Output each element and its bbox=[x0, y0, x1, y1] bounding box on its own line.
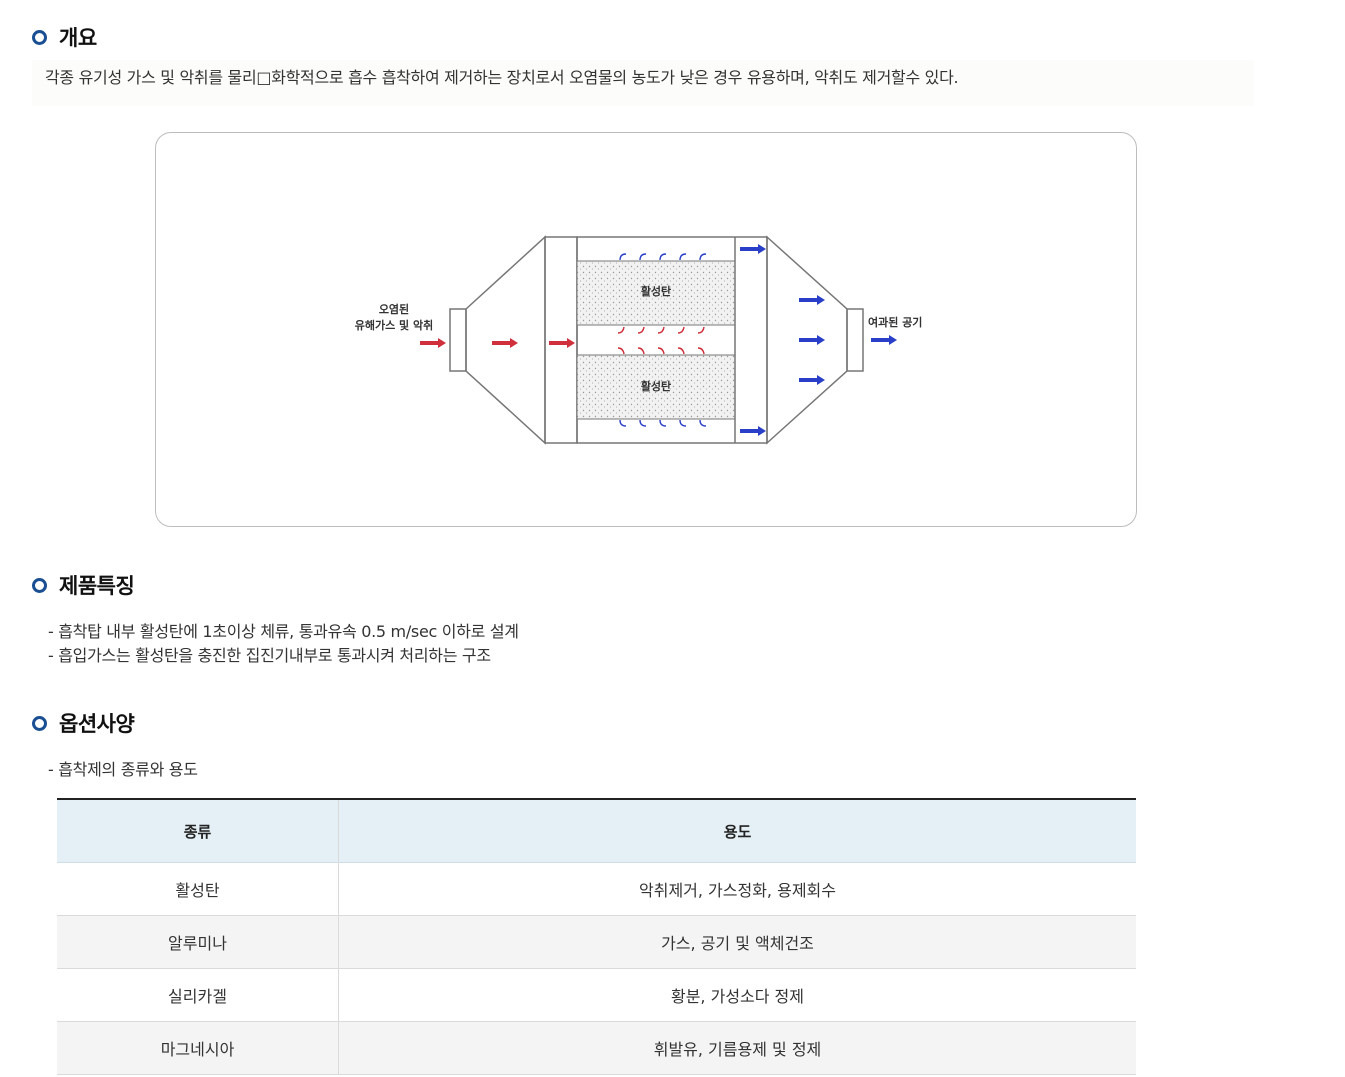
feature-item-1: - 흡착탑 내부 활성탄에 1초이상 체류, 통과유속 0.5 m/sec 이하… bbox=[48, 622, 519, 641]
table-header-row: 종류 용도 bbox=[57, 798, 1136, 863]
section-title-features: 제품특징 bbox=[32, 570, 135, 600]
inlet-label-line2: 유해가스 및 악취 bbox=[355, 318, 434, 332]
feature-item-2: - 흡입가스는 활성탄을 충진한 집진기내부로 통과시켜 처리하는 구조 bbox=[48, 646, 491, 665]
inlet-pipe bbox=[449, 308, 467, 372]
carbon-bed-bottom bbox=[576, 354, 736, 420]
options-title: 옵션사양 bbox=[59, 712, 135, 736]
table-row: 활성탄 악취제거, 가스정화, 용제회수 bbox=[57, 862, 1136, 916]
cell-type: 활성탄 bbox=[57, 862, 339, 916]
cell-type: 실리카겔 bbox=[57, 968, 339, 1022]
overview-title: 개요 bbox=[59, 26, 97, 50]
inlet-arrows bbox=[420, 338, 575, 348]
flow-curls-blue bbox=[619, 253, 707, 427]
bed-top-label: 활성탄 bbox=[641, 284, 671, 298]
circle-bullet-icon bbox=[32, 29, 47, 45]
adsorbent-table: 종류 용도 활성탄 악취제거, 가스정화, 용제회수 알루미나 가스, 공기 및… bbox=[57, 798, 1136, 1075]
outlet-arrows bbox=[740, 244, 897, 436]
header-type: 종류 bbox=[57, 798, 339, 863]
outlet-pipe bbox=[846, 308, 864, 372]
diagram-frame: 활성탄 활성탄 오염된 유해가스 및 악취 여과된 공기 bbox=[155, 132, 1137, 527]
inlet-label-line1: 오염된 bbox=[379, 303, 409, 316]
section-title-overview: 개요 bbox=[32, 22, 97, 52]
cell-type: 마그네시아 bbox=[57, 1021, 339, 1075]
inlet-cone bbox=[465, 235, 546, 445]
circle-bullet-icon bbox=[32, 715, 47, 731]
features-title: 제품특징 bbox=[59, 574, 135, 598]
flow-curls-red bbox=[617, 326, 705, 355]
cell-type: 알루미나 bbox=[57, 915, 339, 969]
carbon-bed-top bbox=[576, 260, 736, 326]
overview-text: 각종 유기성 가스 및 악취를 물리□화학적으로 흡수 흡착하여 제거하는 장치… bbox=[45, 68, 959, 87]
cell-usage: 가스, 공기 및 액체건조 bbox=[338, 915, 1136, 969]
table-row: 실리카겔 황분, 가성소다 정제 bbox=[57, 968, 1136, 1022]
header-usage: 용도 bbox=[338, 798, 1136, 863]
cell-usage: 황분, 가성소다 정제 bbox=[338, 968, 1136, 1022]
scrubber-diagram: 활성탄 활성탄 오염된 유해가스 및 악취 여과된 공기 bbox=[355, 235, 922, 445]
bed-bottom-label: 활성탄 bbox=[641, 379, 671, 393]
cell-usage: 휘발유, 기름용제 및 정제 bbox=[338, 1021, 1136, 1075]
table-row: 마그네시아 휘발유, 기름용제 및 정제 bbox=[57, 1021, 1136, 1075]
section-title-options: 옵션사양 bbox=[32, 708, 135, 738]
circle-bullet-icon bbox=[32, 577, 47, 593]
options-subtitle: - 흡착제의 종류와 용도 bbox=[48, 760, 198, 779]
outlet-label: 여과된 공기 bbox=[868, 315, 922, 329]
left-chamber bbox=[544, 236, 578, 444]
overview-box bbox=[32, 60, 1254, 106]
cell-usage: 악취제거, 가스정화, 용제회수 bbox=[338, 862, 1136, 916]
table-row: 알루미나 가스, 공기 및 액체건조 bbox=[57, 915, 1136, 969]
